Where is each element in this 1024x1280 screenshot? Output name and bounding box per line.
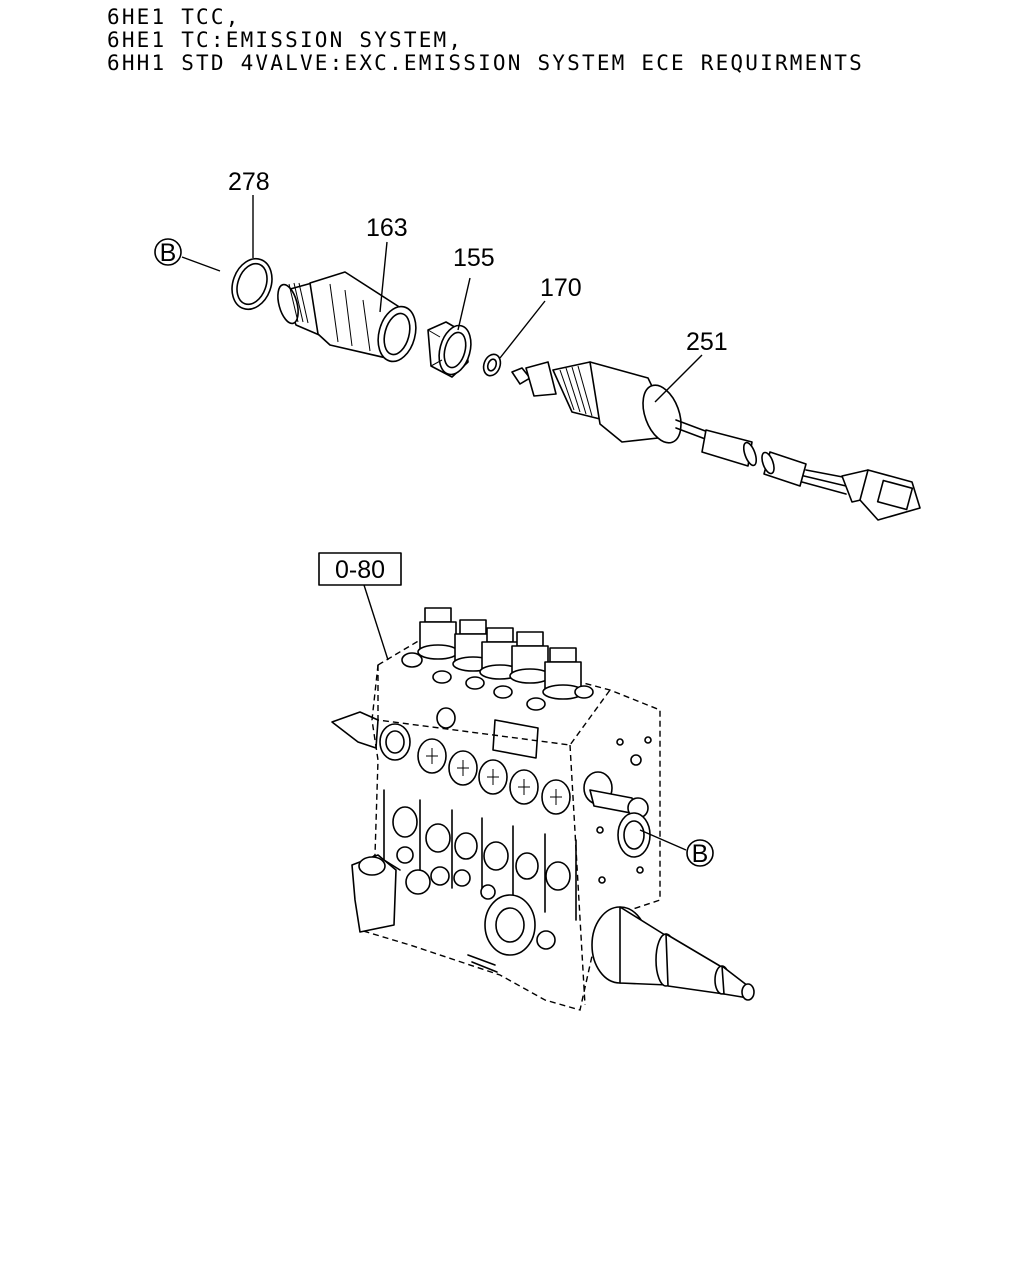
header-line-2: 6HE1 TC:EMISSION SYSTEM, (107, 28, 464, 52)
delivery-valve-holder-4[interactable] (509, 631, 551, 684)
svg-text:0-80: 0-80 (335, 556, 385, 584)
callout-251[interactable]: 251 (654, 328, 728, 403)
part-251-sensor[interactable] (511, 361, 921, 521)
svg-text:278: 278 (228, 168, 270, 196)
header-line-3: 6HH1 STD 4VALVE:EXC.EMISSION SYSTEM ECE … (107, 51, 864, 75)
svg-text:251: 251 (686, 328, 728, 356)
connection-mark-b-lower-label: B (692, 840, 709, 868)
callout-155[interactable]: 155 (453, 244, 495, 331)
applicability-header: 6HE1 TCC, 6HE1 TC:EMISSION SYSTEM, 6HH1 … (107, 6, 864, 75)
callout-170[interactable]: 170 (499, 274, 582, 359)
callout-163[interactable]: 163 (366, 214, 408, 313)
reference-box-0-80[interactable]: 0-80 (318, 552, 402, 661)
header-line-1: 6HE1 TCC, (107, 5, 241, 29)
part-278-o-ring[interactable] (225, 253, 278, 315)
callout-278[interactable]: 278 (228, 168, 270, 258)
svg-text:155: 155 (453, 244, 495, 272)
part-170-washer[interactable] (481, 352, 504, 378)
delivery-valve-holder-1[interactable] (417, 607, 459, 660)
part-155-nut[interactable] (427, 321, 476, 378)
injection-pump-assembly[interactable] (331, 607, 755, 1011)
svg-text:170: 170 (540, 274, 582, 302)
connection-mark-b-upper-label: B (160, 239, 177, 267)
camshaft-drive-end[interactable] (591, 906, 755, 1001)
delivery-valve-holder-5[interactable] (542, 647, 584, 700)
connection-mark-b-lower[interactable]: B (639, 829, 714, 868)
connection-mark-b-upper[interactable]: B (154, 238, 221, 272)
svg-text:163: 163 (366, 214, 408, 242)
part-163-holder[interactable] (274, 271, 422, 366)
